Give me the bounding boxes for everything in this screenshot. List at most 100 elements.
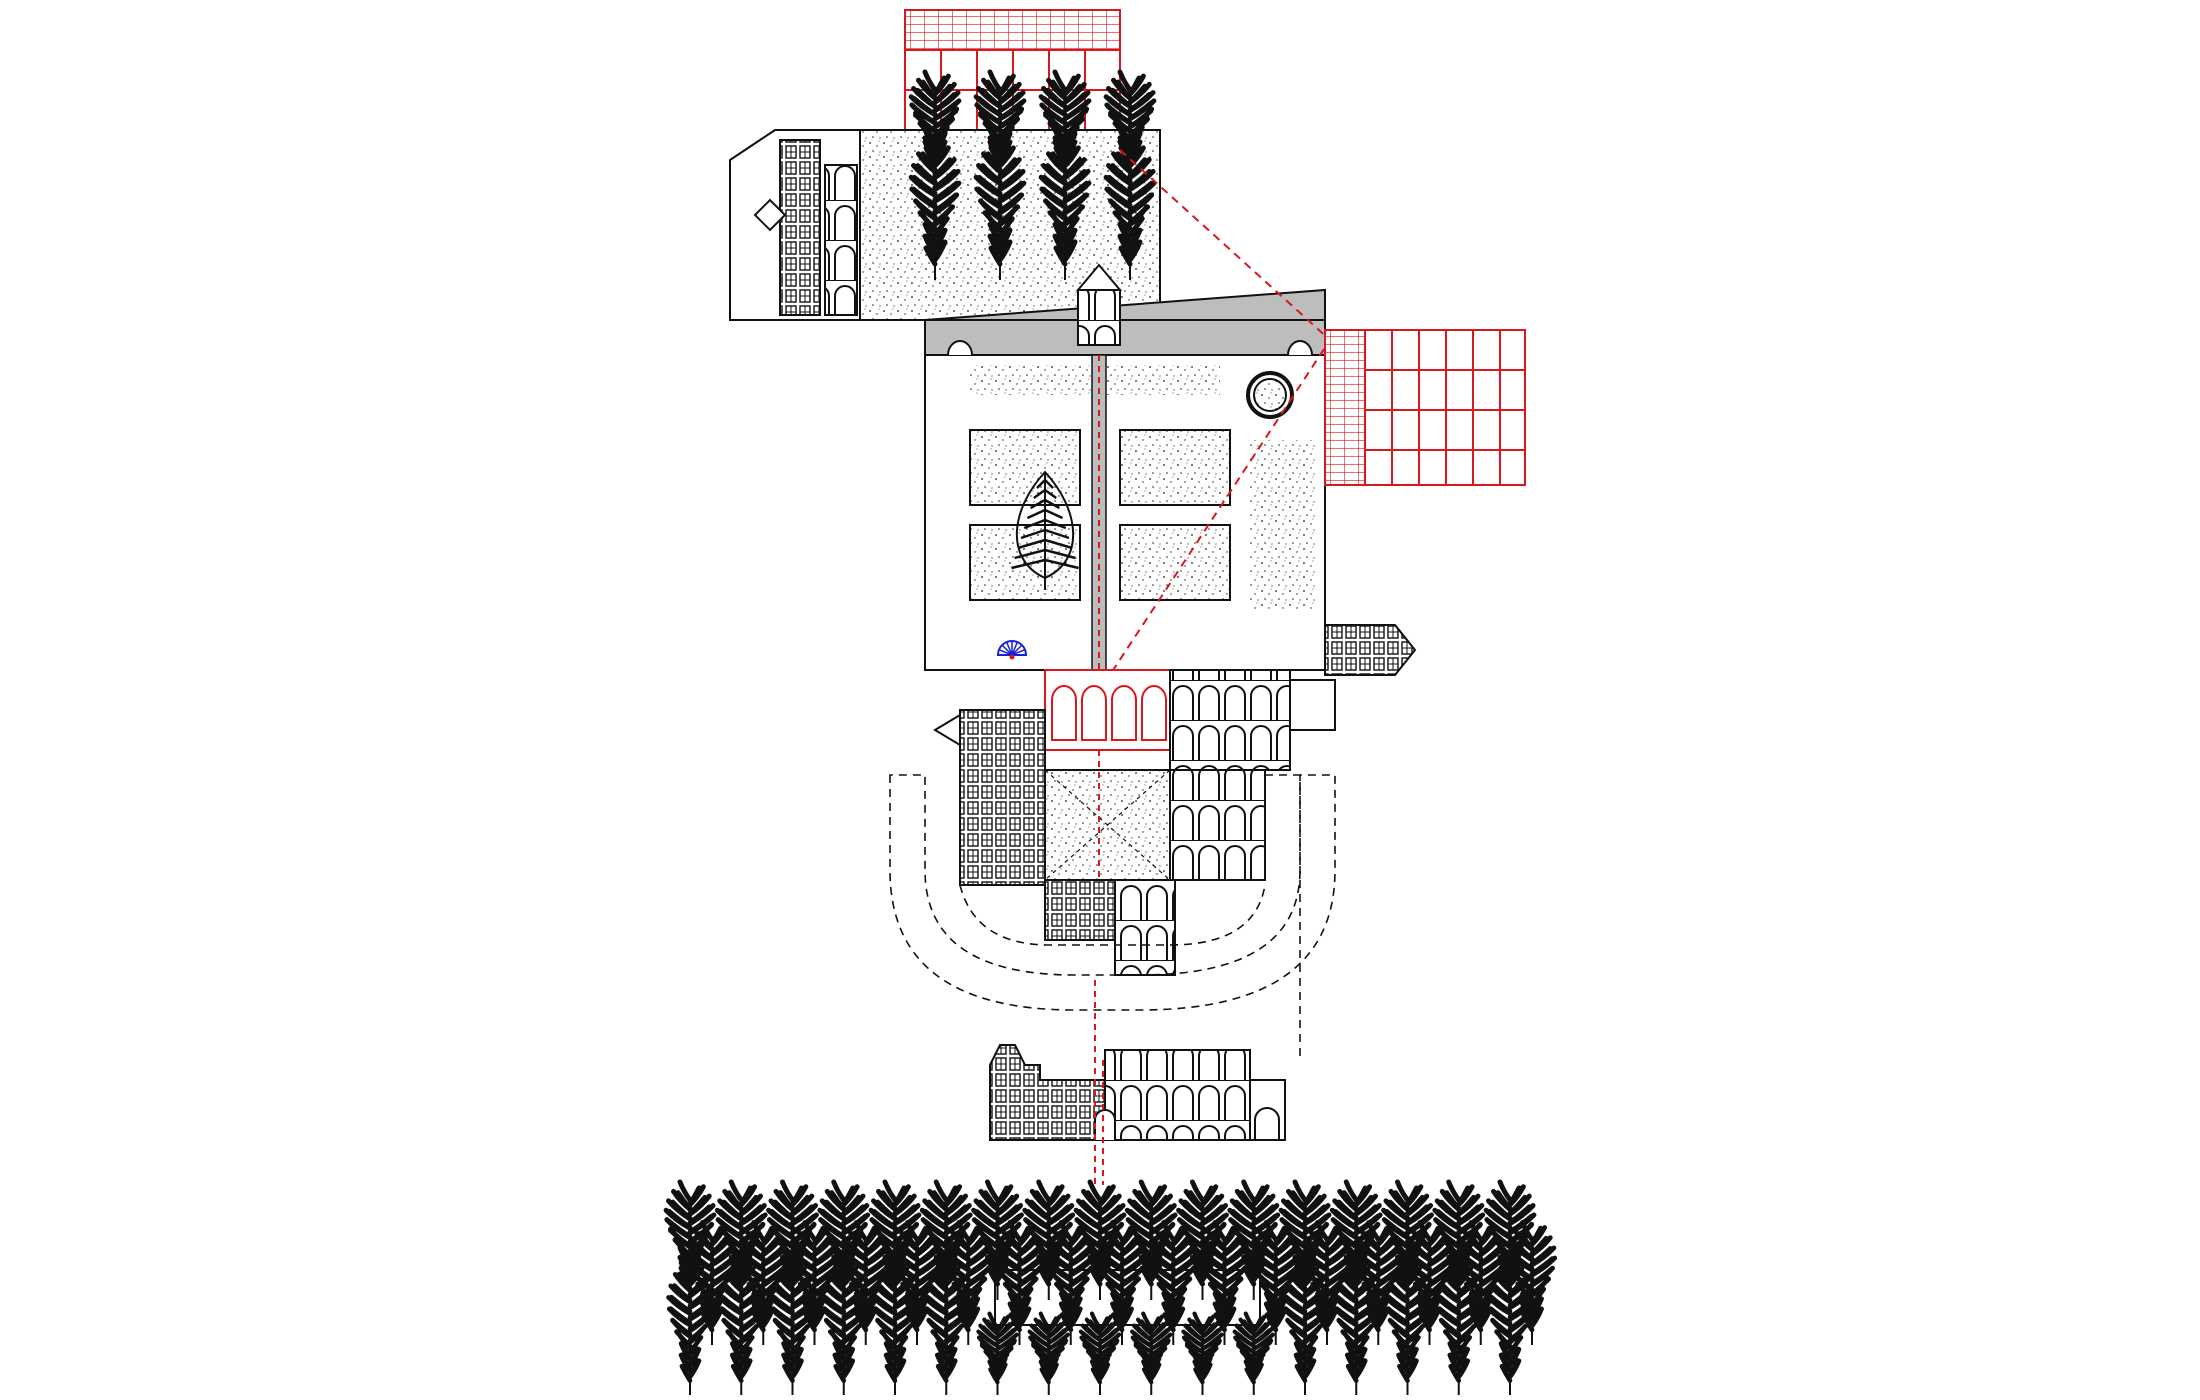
tree-foliage xyxy=(1486,1260,1534,1383)
red-arch xyxy=(1081,685,1107,741)
tree-foliage xyxy=(1281,1260,1329,1383)
poplar-tree-icon xyxy=(994,1220,1045,1345)
tree-foliage xyxy=(1124,1179,1178,1287)
round-pond-water xyxy=(1253,378,1287,412)
window-block-low xyxy=(1044,879,1116,941)
poplar-tree-icon xyxy=(1045,1220,1096,1345)
tree-foliage xyxy=(666,1260,714,1383)
tree-foliage xyxy=(819,1260,868,1383)
tree-foliage xyxy=(1176,1179,1229,1287)
poplar-tree-icon xyxy=(1281,1260,1329,1395)
tree-foliage xyxy=(922,1260,971,1383)
poplar-tree-icon xyxy=(973,139,1027,280)
annex-block xyxy=(1289,679,1336,731)
parterre-bed xyxy=(1119,524,1231,601)
red-arch xyxy=(1141,685,1167,741)
side-building-arcade xyxy=(824,164,858,316)
tree-foliage xyxy=(1148,1220,1199,1333)
facade-door xyxy=(1254,1107,1280,1140)
tree-foliage xyxy=(1078,1311,1122,1385)
fountain-basin xyxy=(996,640,1028,656)
poplar-tree-icon xyxy=(1103,69,1157,180)
poplar-tree-icon xyxy=(1027,1311,1070,1395)
tree-foliage xyxy=(1434,1260,1483,1383)
small-gabled-house xyxy=(1324,624,1417,676)
poplar-tree-icon xyxy=(1124,1179,1178,1300)
tree-row-top xyxy=(908,69,1157,280)
red-building-right xyxy=(1324,329,1526,486)
facade-gate xyxy=(1094,1109,1116,1140)
poplar-tree-icon xyxy=(1250,1220,1301,1345)
tree-foliage xyxy=(1199,1220,1250,1333)
poplar-tree-icon xyxy=(1332,1260,1381,1395)
fountain-center xyxy=(1009,654,1015,660)
gate-pediment xyxy=(1075,263,1123,291)
dashed-u-outlines xyxy=(889,774,1336,1060)
poplar-tree-icon xyxy=(1486,1260,1534,1395)
tree-foliage xyxy=(1250,1220,1301,1333)
wall-niche xyxy=(947,340,973,356)
poplar-tree-icon xyxy=(976,1311,1019,1395)
fountain-icon xyxy=(996,640,1028,660)
tree-foliage xyxy=(971,1179,1024,1287)
poplar-tree-icon xyxy=(768,1260,817,1395)
poplar-tree-icon xyxy=(908,139,962,280)
tree-foliage xyxy=(1332,1260,1381,1383)
conifer-tree-icon xyxy=(1011,470,1079,590)
poplar-tree-icon xyxy=(819,1260,868,1395)
red-arcade-block xyxy=(1044,669,1171,751)
tree-foliage xyxy=(994,1220,1045,1333)
court-diagonals xyxy=(1044,769,1171,881)
top-courtyard xyxy=(729,69,1161,321)
poplar-tree-icon xyxy=(1078,1311,1122,1395)
main-garden xyxy=(924,288,1326,671)
tree-foliage xyxy=(1383,1260,1432,1383)
dashed-u-outer xyxy=(889,774,1336,1011)
poplar-tree-icon xyxy=(717,1260,766,1395)
poplar-tree-icon xyxy=(666,1260,714,1395)
wall-niche xyxy=(1287,340,1313,356)
tree-foliage xyxy=(1103,139,1157,267)
tree-foliage xyxy=(717,1260,766,1383)
dashed-u-inner xyxy=(959,884,1266,946)
tree-foliage xyxy=(768,1260,817,1383)
tree-foliage xyxy=(1130,1311,1173,1385)
red-arch xyxy=(1051,685,1077,741)
poplar-tree-icon xyxy=(1130,1311,1173,1395)
gate-pavilion xyxy=(1077,289,1121,346)
poplar-tree-icon xyxy=(1148,1220,1199,1345)
arcade-block-bottom xyxy=(1114,879,1176,976)
tree-row-bottom xyxy=(663,1179,1558,1395)
tree-foliage xyxy=(1022,1179,1076,1287)
tree-foliage xyxy=(1073,1179,1127,1287)
central-axis xyxy=(1075,263,1123,716)
side-building-gable xyxy=(753,198,787,232)
red-roof-grid xyxy=(904,9,1121,51)
tree-foliage xyxy=(973,139,1027,267)
poplar-tree-icon xyxy=(1103,139,1157,280)
red-side-grid xyxy=(1324,329,1366,486)
tree-foliage xyxy=(1027,1311,1070,1385)
conifer-branches xyxy=(1011,479,1079,570)
tree-foliage xyxy=(1096,1220,1148,1333)
shrub-row xyxy=(1250,440,1315,610)
tree-foliage xyxy=(908,139,962,267)
poplar-tree-icon xyxy=(1434,1260,1483,1395)
tree-foliage xyxy=(976,1311,1019,1385)
poplar-tree-icon xyxy=(1383,1260,1432,1395)
window-tower-left xyxy=(959,709,1046,886)
tree-foliage xyxy=(1038,139,1092,267)
arched-facade-center xyxy=(1104,1049,1251,1141)
poplar-tree-icon xyxy=(971,1179,1024,1300)
poplar-tree-icon xyxy=(922,1260,971,1395)
left-spire xyxy=(933,713,961,747)
tree-foliage xyxy=(1227,1179,1281,1287)
poplar-tree-icon xyxy=(1199,1220,1250,1345)
red-arch xyxy=(1111,685,1137,741)
parterre-bed xyxy=(1119,429,1231,506)
gabled-house-outline xyxy=(1324,624,1417,676)
lower-facade xyxy=(989,980,1286,1185)
gabled-facade-left xyxy=(989,1044,1111,1141)
tree-foliage xyxy=(871,1260,919,1383)
